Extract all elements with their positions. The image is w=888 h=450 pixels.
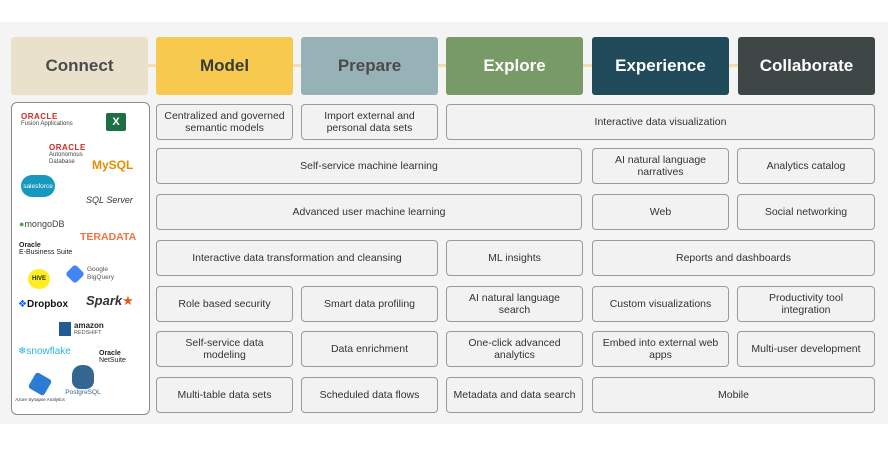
azure-synapse-logo: Azure Synapse Analytics [15, 371, 65, 402]
amazon-redshift-logo: amazon REDSHIFT [59, 321, 104, 336]
cap-smart-profiling: Smart data profiling [301, 286, 438, 322]
cap-data-transformation: Interactive data transformation and clea… [156, 240, 438, 276]
cap-interactive-viz: Interactive data visualization [446, 104, 875, 140]
cap-one-click-analytics: One-click advanced analytics [446, 331, 583, 367]
cap-advanced-ml: Advanced user machine learning [156, 194, 582, 230]
mongodb-logo: ●mongoDB [19, 219, 65, 229]
stage-connect: Connect [11, 37, 148, 95]
elephant-icon [72, 365, 94, 389]
redshift-icon [59, 321, 71, 336]
cap-self-service-ml: Self-service machine learning [156, 148, 582, 184]
sqlserver-logo: SQL Server [86, 195, 133, 205]
cap-data-enrichment: Data enrichment [301, 331, 438, 367]
spark-logo: Spark★ [86, 293, 134, 308]
cap-multi-user-dev: Multi-user development [737, 331, 875, 367]
cap-ml-insights: ML insights [446, 240, 583, 276]
cap-mobile: Mobile [592, 377, 875, 413]
cap-self-service-modeling: Self-service data modeling [156, 331, 293, 367]
postgresql-logo: PostgreSQL [62, 365, 104, 396]
cap-ai-search: AI natural language search [446, 286, 583, 322]
oracle-ebs-logo: Oracle E-Business Suite [19, 242, 73, 256]
cap-web: Web [592, 194, 729, 230]
oracle-fusion-logo: ORACLE Fusion Applications [21, 112, 73, 127]
cap-scheduled-flows: Scheduled data flows [301, 377, 438, 413]
stage-experience: Experience [592, 37, 729, 95]
cap-multi-table: Multi-table data sets [156, 377, 293, 413]
hive-logo: HIVE [28, 269, 50, 289]
oracle-netsuite-logo: Oracle NetSuite [99, 350, 126, 364]
mysql-logo: MySQL [92, 158, 134, 172]
cap-analytics-catalog: Analytics catalog [737, 148, 875, 184]
data-sources-panel: ORACLE Fusion Applications X ORACLE Auto… [11, 102, 150, 415]
teradata-logo: TERADATA [80, 231, 137, 243]
synapse-icon [27, 371, 53, 397]
bigquery-logo: Google BigQuery [65, 263, 121, 284]
stage-collaborate: Collaborate [738, 37, 875, 95]
dropbox-logo: ❖Dropbox [18, 299, 69, 310]
excel-icon: X [106, 113, 126, 131]
cap-custom-viz: Custom visualizations [592, 286, 729, 322]
cap-import-data-sets: Import external and personal data sets [301, 104, 438, 140]
cap-embed-web-apps: Embed into external web apps [592, 331, 729, 367]
cap-metadata-search: Metadata and data search [446, 377, 583, 413]
oracle-autonomous-logo: ORACLE Autonomous Database [49, 143, 86, 165]
cap-productivity-tool: Productivity tool integration [737, 286, 875, 322]
salesforce-logo: salesforce [21, 175, 55, 197]
cap-role-security: Role based security [156, 286, 293, 322]
stage-explore: Explore [446, 37, 583, 95]
stage-connector [140, 64, 740, 67]
stage-prepare: Prepare [301, 37, 438, 95]
snowflake-logo: ❄snowflake [18, 346, 71, 357]
bigquery-icon [65, 263, 85, 284]
stage-model: Model [156, 37, 293, 95]
cap-reports-dashboards: Reports and dashboards [592, 240, 875, 276]
cap-centralized-models: Centralized and governed semantic models [156, 104, 293, 140]
cap-ai-narratives: AI natural language narratives [592, 148, 729, 184]
cap-social-networking: Social networking [737, 194, 875, 230]
